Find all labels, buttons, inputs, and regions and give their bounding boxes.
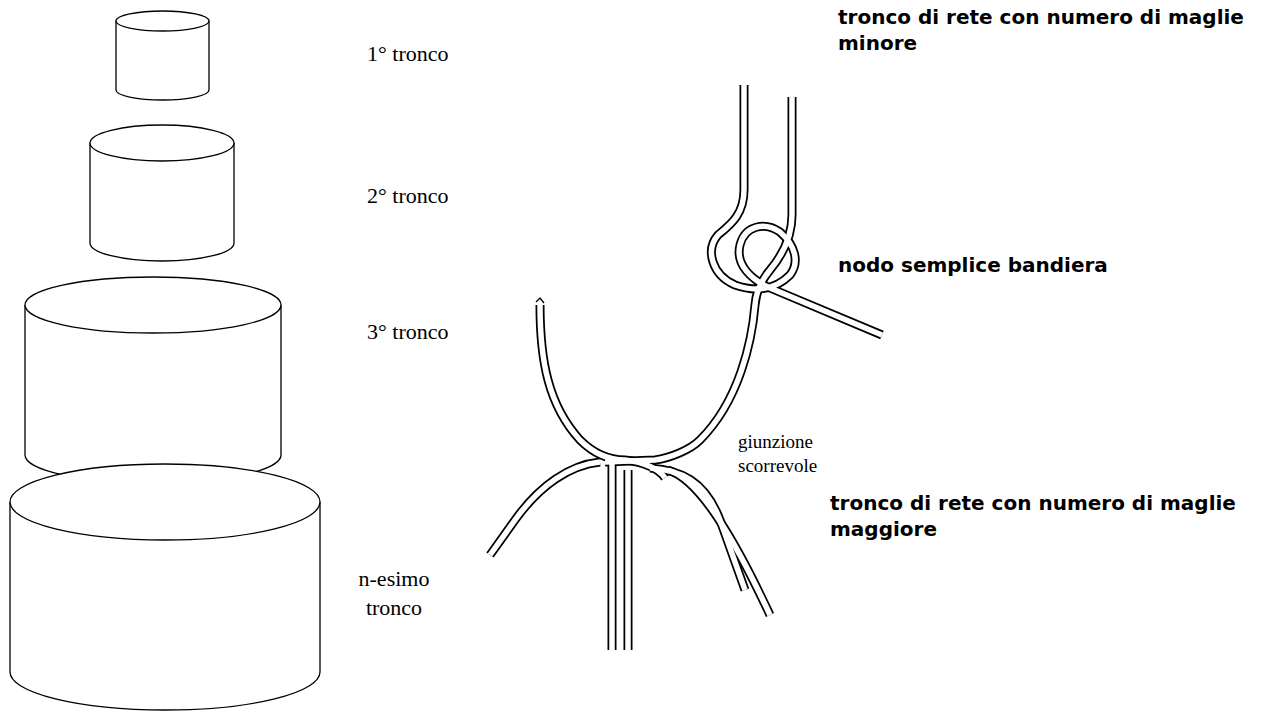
trunk-label: 3° tronco xyxy=(367,318,507,347)
knot-label: nodo semplice bandiera xyxy=(838,252,1263,278)
cylinder-2-top xyxy=(90,125,234,161)
cylinder-n-top xyxy=(10,464,320,540)
cylinder-3-top xyxy=(25,277,281,333)
cylinder-1-top xyxy=(116,11,209,31)
knot-drawing xyxy=(490,85,882,650)
trunk-label: 2° tronco xyxy=(367,182,507,211)
frayed-end xyxy=(536,298,544,303)
cylinder-1 xyxy=(116,21,209,100)
trunk-label: 1° tronco xyxy=(367,40,507,69)
knot-label: tronco di rete con numero di maglie mino… xyxy=(838,4,1263,56)
trunk-label: n-esimo tronco xyxy=(346,565,442,622)
knot-label: tronco di rete con numero di maglie magg… xyxy=(830,490,1270,542)
net-cylinders xyxy=(10,11,320,710)
knot-label: giunzione scorrevole xyxy=(738,430,842,478)
